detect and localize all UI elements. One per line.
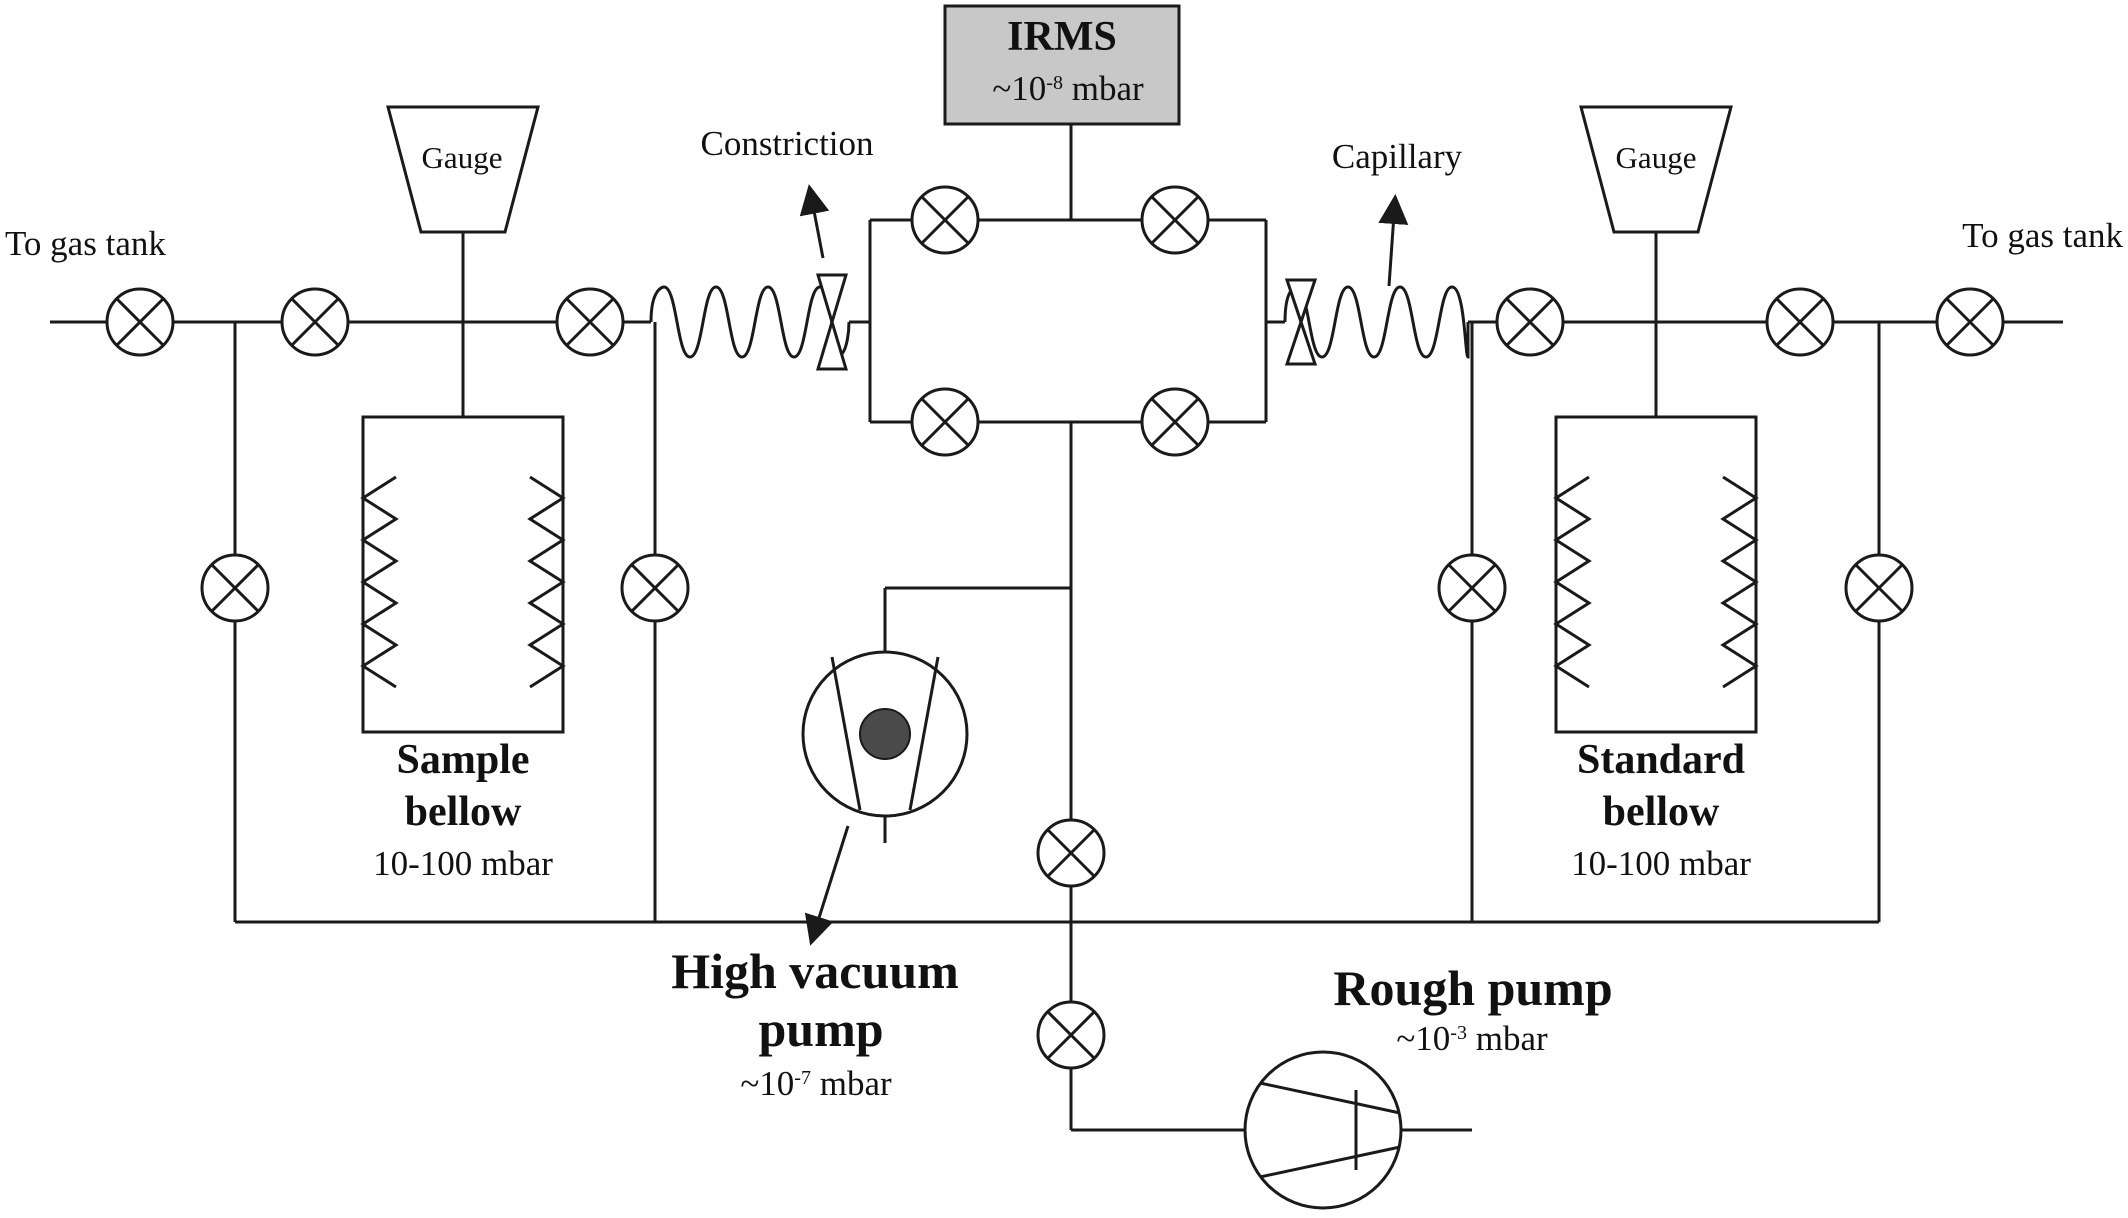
needle-valve-right[interactable]: [1284, 278, 1318, 366]
valve[interactable]: [1935, 287, 2005, 357]
capillary-label: Capillary: [1332, 137, 1463, 176]
valve[interactable]: [910, 185, 980, 255]
standard-bellow: [1553, 415, 1759, 734]
capillary-coil: [1283, 285, 1470, 359]
pump-rotor: [859, 708, 911, 760]
rough-pump-pressure: ~10-3 mbar: [1396, 1019, 1548, 1058]
high-vacuum-pump-label-1: High vacuum: [671, 943, 959, 999]
standard-bellow-label-2: bellow: [1603, 789, 1720, 835]
sample-bellow-label-1: Sample: [396, 737, 529, 783]
constriction-label: Constriction: [700, 124, 873, 163]
sample-bellow-label-2: bellow: [405, 789, 522, 835]
irms-box: [943, 4, 1181, 126]
high-vacuum-pump-label-2: pump: [758, 1001, 883, 1057]
to-gas-tank-left-label: To gas tank: [5, 224, 166, 263]
arrows: [799, 184, 1409, 946]
gauge-right-label: Gauge: [1616, 140, 1697, 175]
valve[interactable]: [1140, 387, 1210, 457]
gauge-left-label: Gauge: [422, 140, 503, 175]
valve[interactable]: [200, 553, 270, 623]
high-vacuum-pump-arrow: [804, 825, 850, 946]
high-vacuum-pump: [801, 650, 969, 818]
irms-title: IRMS: [1007, 14, 1117, 60]
valve[interactable]: [1036, 818, 1106, 888]
valve[interactable]: [1140, 185, 1210, 255]
constriction-arrow: [799, 184, 830, 259]
rough-pump-label: Rough pump: [1333, 960, 1612, 1016]
valve[interactable]: [280, 287, 350, 357]
sample-bellow: [360, 415, 566, 734]
gauge-left: [386, 105, 540, 234]
standard-bellow-pressure: 10-100 mbar: [1571, 844, 1751, 883]
valve[interactable]: [1765, 287, 1835, 357]
rough-pump: [1243, 1050, 1403, 1210]
to-gas-tank-right-label: To gas tank: [1962, 216, 2123, 255]
gauge-right: [1579, 105, 1733, 234]
valve[interactable]: [910, 387, 980, 457]
valve[interactable]: [620, 553, 690, 623]
valve[interactable]: [555, 287, 625, 357]
piping: [50, 124, 2063, 1132]
constriction-coil: [649, 285, 851, 359]
high-vacuum-pump-pressure: ~10-7 mbar: [740, 1064, 892, 1103]
valve[interactable]: [1844, 553, 1914, 623]
needle-valve-left[interactable]: [815, 273, 849, 371]
valve[interactable]: [105, 287, 175, 357]
valves: [105, 185, 2005, 1070]
standard-bellow-label-1: Standard: [1577, 737, 1745, 783]
sample-bellow-pressure: 10-100 mbar: [373, 844, 553, 883]
capillary-arrow: [1378, 194, 1409, 287]
valve[interactable]: [1036, 1000, 1106, 1070]
irms-pressure: ~10-8 mbar: [992, 69, 1144, 108]
valve[interactable]: [1495, 287, 1565, 357]
valve[interactable]: [1437, 553, 1507, 623]
